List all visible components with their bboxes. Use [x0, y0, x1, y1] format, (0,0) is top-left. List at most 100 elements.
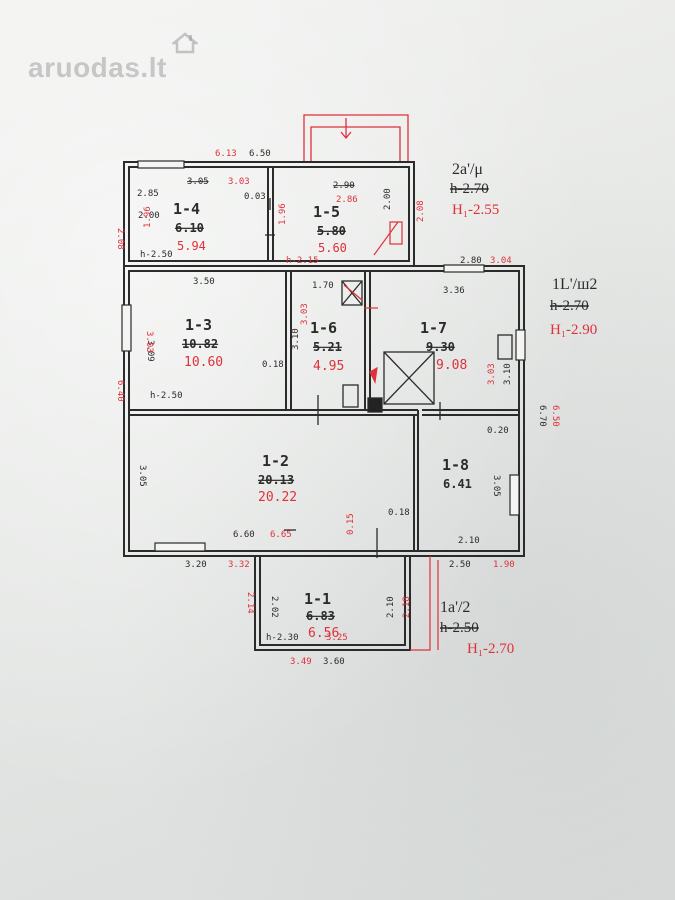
room-1-3-new-area: 10.60 — [184, 355, 223, 370]
dim-r12-small-b: 0.18 — [388, 508, 410, 518]
dim-r13-h-b: 3.03 — [144, 331, 154, 353]
dim-r15-new: 2.86 — [336, 195, 358, 205]
dim-r14-h-a: 2.00 — [138, 211, 160, 221]
room-1-2-label: 1-2 — [262, 452, 289, 470]
room-1-5-label: 1-5 — [313, 203, 340, 221]
dim-right-h-b: 6.50 — [550, 405, 560, 427]
dim-r14-left: 2.85 — [137, 189, 159, 199]
annotation-2a-h-old: h-2.70 — [450, 181, 489, 197]
room-1-6-old-area: 5.21 — [313, 340, 342, 354]
dim-r11-h: h-2.30 — [266, 633, 299, 643]
dim-r18-h: 3.05 — [491, 475, 501, 497]
dim-bottom-right-a: 2.50 — [449, 560, 471, 570]
dim-r14-left-red: 2.08 — [115, 228, 125, 250]
dim-r12-h: 3.05 — [137, 465, 147, 487]
dim-left-h: 6.40 — [115, 380, 125, 402]
room-1-1-label: 1-1 — [304, 590, 331, 608]
annotation-2a-code: 2a'/μ — [452, 161, 483, 178]
annotation-1l-h-new: H₁-2.90 — [550, 322, 597, 338]
dim-r11-h-a: 2.14 — [245, 592, 255, 614]
door-marks — [265, 198, 441, 558]
windows — [121, 160, 526, 552]
dim-r11-h-b: 2.02 — [269, 596, 279, 618]
dim-r17-top-b: 3.04 — [490, 256, 512, 266]
dim-r14-h-b: 1.96 — [143, 206, 153, 228]
dim-r15-h: h-2.15 — [286, 256, 319, 266]
dim-r15-right-a: 2.00 — [383, 188, 393, 210]
dim-r13-h: h-2.50 — [150, 391, 183, 401]
room-1-6-label: 1-6 — [310, 319, 337, 337]
dim-r17-w: 3.36 — [443, 286, 465, 296]
room-1-1-old-area: 6.83 — [306, 609, 335, 623]
interior-walls — [129, 167, 519, 551]
room-1-3-label: 1-3 — [185, 316, 212, 334]
dim-top-red: 6.13 — [215, 149, 237, 159]
room-1-2-new-area: 20.22 — [258, 490, 297, 505]
dim-bottom-left-b: 3.32 — [228, 560, 250, 570]
room-1-7-label: 1-7 — [420, 319, 447, 337]
room-1-4-label: 1-4 — [173, 200, 200, 218]
room-labels: 1-4 6.10 5.94 1-5 5.80 5.60 1-3 10.82 10… — [173, 200, 472, 641]
red-porch-bottom — [410, 556, 439, 651]
room-1-2-old-area: 20.13 — [258, 473, 294, 487]
annotation-1l: 1L'/ш2 h-2.70 H₁-2.90 — [550, 276, 597, 338]
room-1-4-old-area: 6.10 — [175, 221, 204, 235]
dim-r15-old: 2.90 — [333, 181, 355, 191]
annotation-1a: 1a'/2 h-2.50 H₁-2.70 — [440, 599, 514, 657]
dim-r15-right-b: 2.08 — [416, 200, 426, 222]
dim-bottom-left-a: 3.20 — [185, 560, 207, 570]
room-1-7-old-area: 9.30 — [426, 340, 455, 354]
room-1-6-new-area: 4.95 — [313, 359, 344, 374]
dim-bottom-right-b: 1.90 — [493, 560, 515, 570]
dim-r18-top: 0.20 — [487, 426, 509, 436]
room-1-5-new-area: 5.60 — [318, 241, 347, 255]
dim-r11-right-a: 2.10 — [386, 596, 396, 618]
dim-r12-bottom-new: 6.65 — [270, 530, 292, 540]
dim-right-h-a: 6.70 — [537, 405, 547, 427]
annotation-2a-h-new: H₁-2.55 — [452, 202, 499, 218]
dim-r14-w-old: 3.05 — [187, 177, 209, 187]
red-porch-outline — [303, 114, 409, 163]
dim-r18-w: 2.10 — [458, 536, 480, 546]
annotation-1a-h-old: h-2.50 — [440, 620, 479, 636]
dim-r13-w: 3.50 — [193, 277, 215, 287]
dim-r14-bottom: h-2.50 — [140, 250, 173, 260]
annotation-1l-code: 1L'/ш2 — [552, 276, 597, 293]
annotation-1a-code: 1a'/2 — [440, 599, 470, 616]
dim-r13-h-a: 3.09 — [145, 340, 155, 362]
dim-r17-h-a: 3.03 — [487, 363, 497, 385]
room-1-8-label: 1-8 — [442, 456, 469, 474]
dimensions: 6.13 6.50 3.05 3.03 2.85 0.03 2.00 1.96 … — [115, 149, 560, 667]
dim-r12-bottom-old: 6.60 — [233, 530, 255, 540]
annotation-1l-h-old: h-2.70 — [550, 298, 589, 314]
dim-r17-top-a: 2.80 — [460, 256, 482, 266]
dim-r14-small: 0.03 — [244, 192, 266, 202]
room-1-7-new-area: 9.08 — [436, 358, 467, 373]
dim-r12-small-a: 0.15 — [346, 513, 356, 535]
room-1-4-new-area: 5.94 — [177, 239, 206, 253]
annotation-1a-h-new: H₁-2.70 — [467, 641, 514, 657]
red-fixtures — [343, 221, 403, 384]
dim-r11-bottom-b: 3.60 — [323, 657, 345, 667]
room-1-1-new-area: 6.56 — [308, 626, 339, 641]
dim-r11-w: 3.25 — [326, 633, 348, 643]
watermark: aruodas.lt — [28, 52, 167, 83]
dim-r16-h-a: 3.10 — [291, 328, 301, 350]
dim-r16-h-b: 3.03 — [300, 303, 310, 325]
dim-r14-mid: 1.96 — [278, 203, 288, 225]
dim-r11-bottom-a: 3.49 — [290, 657, 312, 667]
dim-r14-w-new: 3.03 — [228, 177, 250, 187]
dim-top-black: 6.50 — [249, 149, 271, 159]
room-1-3-old-area: 10.82 — [182, 337, 218, 351]
dim-r13-small: 0.18 — [262, 360, 284, 370]
dim-r16-w: 1.70 — [312, 281, 334, 291]
dim-r11-right-b: 2.18 — [402, 596, 412, 618]
room-1-1-walls — [254, 556, 411, 651]
dim-r17-h-b: 3.10 — [503, 363, 513, 385]
annotation-2a: 2a'/μ h-2.70 H₁-2.55 — [450, 161, 499, 218]
stove — [341, 280, 513, 413]
house-icon — [172, 32, 198, 54]
room-1-5-old-area: 5.80 — [317, 224, 346, 238]
